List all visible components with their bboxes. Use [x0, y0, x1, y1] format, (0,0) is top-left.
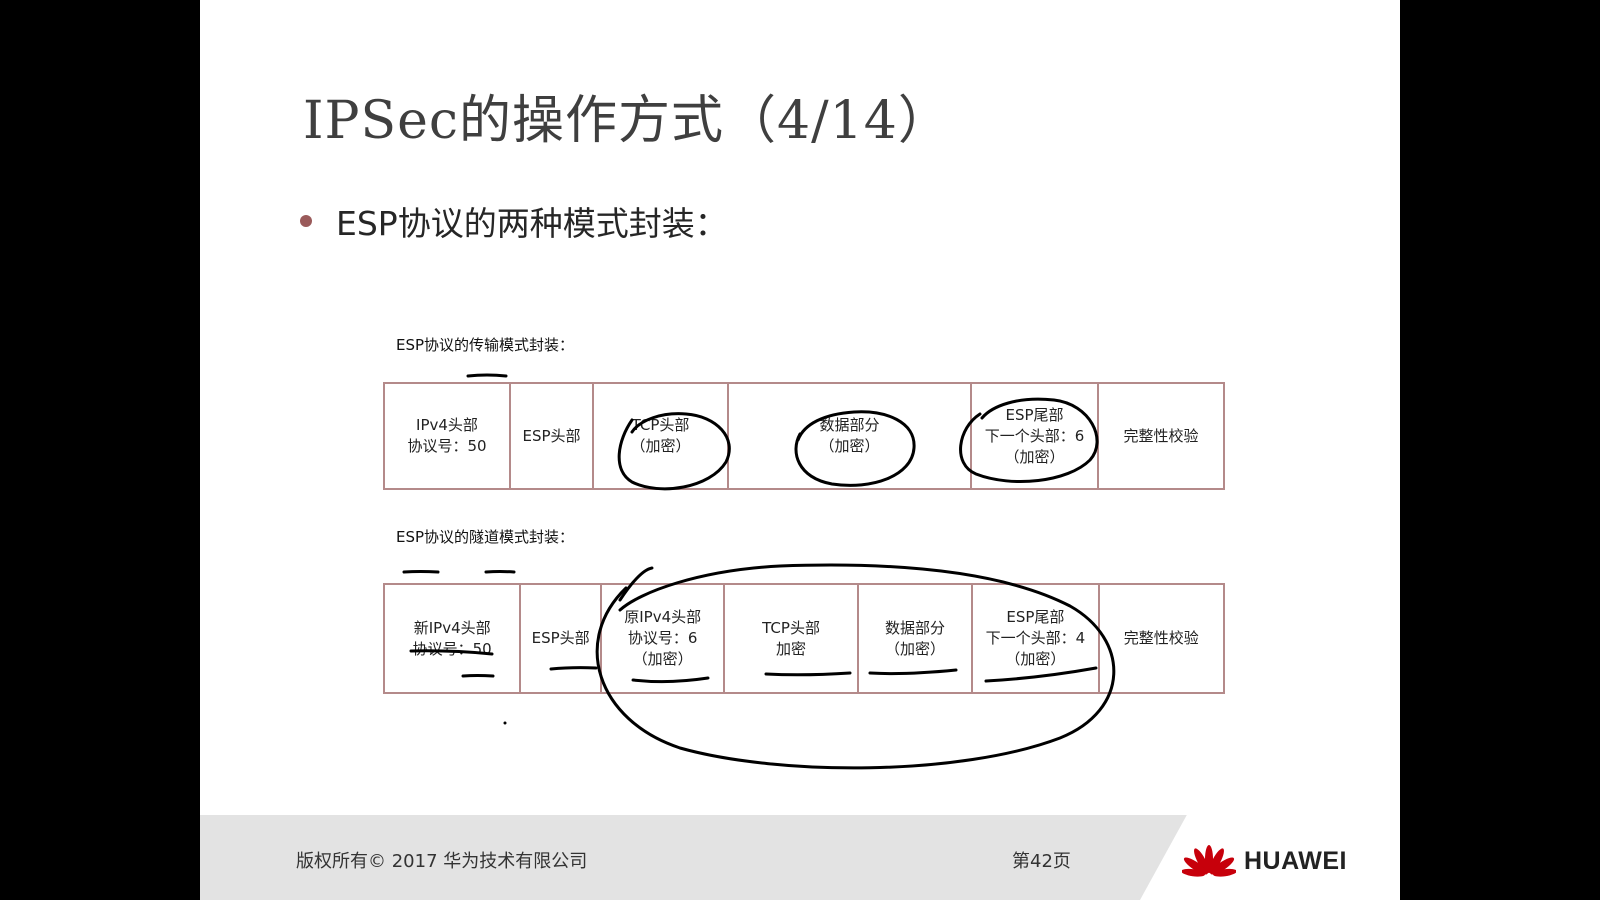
- huawei-petal-icon: [1182, 845, 1236, 877]
- footer-wedge: [1140, 815, 1400, 900]
- cell-line: 协议号：6: [627, 629, 698, 647]
- cell-line: （加密）: [1005, 650, 1066, 668]
- transport-cell-tcp-header: TCP头部 （加密）: [594, 384, 729, 488]
- bullet-dot-icon: [300, 215, 312, 227]
- tunnel-mode-packet: 新IPv4头部 协议号：50 ESP头部 原IPv4头部 协议号：6 （加密） …: [383, 583, 1225, 694]
- tunnel-cell-esp-trailer: ESP尾部 下一个头部：4 （加密）: [973, 585, 1100, 692]
- cell-line: 数据部分: [819, 416, 880, 434]
- ink-underline-tunnel-left: [402, 570, 440, 574]
- tunnel-cell-integrity: 完整性校验: [1100, 585, 1223, 692]
- copyright-text: 版权所有© 2017 华为技术有限公司: [296, 851, 588, 872]
- cell-line: 新IPv4头部: [413, 618, 491, 637]
- cell-line: 协议号：50: [407, 437, 487, 455]
- transport-mode-packet: IPv4头部 协议号：50 ESP头部 TCP头部 （加密） 数据部分 （加密）…: [383, 382, 1225, 490]
- tunnel-mode-label: ESP协议的隧道模式封装：: [396, 528, 575, 546]
- footer: 版权所有© 2017 华为技术有限公司 第42页 HUAWEI: [200, 815, 1400, 900]
- bullet-item: ESP协议的两种模式封装：: [300, 196, 728, 246]
- cell-line: IPv4头部: [416, 416, 478, 434]
- tunnel-cell-tcp-header: TCP头部 加密: [725, 585, 859, 692]
- cell-line: （加密）: [819, 437, 880, 455]
- transport-cell-ipv4-header: IPv4头部 协议号：50: [385, 384, 511, 488]
- ink-dot: [503, 721, 507, 725]
- cell-line: ESP头部: [522, 426, 581, 445]
- transport-cell-esp-header: ESP头部: [511, 384, 594, 488]
- cell-line: （加密）: [630, 437, 691, 455]
- transport-cell-integrity: 完整性校验: [1099, 384, 1223, 488]
- cell-line: （加密）: [1004, 447, 1065, 466]
- cell-line: ESP尾部: [1005, 405, 1064, 424]
- transport-cell-data: 数据部分 （加密）: [729, 384, 972, 488]
- huawei-logo: HUAWEI: [1182, 841, 1347, 881]
- cell-line: 下一个头部：4: [985, 629, 1086, 647]
- cell-line: 协议号：50: [412, 639, 492, 658]
- cell-line: （加密）: [632, 650, 693, 668]
- cell-line: 下一个头部：6: [984, 426, 1085, 445]
- cell-line: TCP头部: [631, 416, 690, 434]
- cell-line: 数据部分: [884, 618, 945, 637]
- bullet-text: ESP协议的两种模式封装：: [336, 204, 728, 243]
- ink-underline-transport: [466, 373, 508, 378]
- slide: IPSec的操作方式（4/14） ESP协议的两种模式封装： ESP协议的传输模…: [200, 0, 1400, 900]
- ink-underline-tunnel-right: [484, 570, 516, 574]
- tunnel-cell-original-ipv4-header: 原IPv4头部 协议号：6 （加密）: [602, 585, 726, 692]
- cell-line: 完整性校验: [1123, 426, 1199, 445]
- logo-text: HUAWEI: [1244, 846, 1347, 875]
- cell-line: ESP尾部: [1006, 608, 1065, 626]
- cell-line: 加密: [776, 639, 807, 658]
- page-number: 第42页: [1012, 851, 1071, 872]
- cell-line: （加密）: [884, 639, 945, 658]
- transport-cell-esp-trailer: ESP尾部 下一个头部：6 （加密）: [972, 384, 1099, 488]
- transport-mode-label: ESP协议的传输模式封装：: [396, 336, 575, 354]
- tunnel-cell-esp-header: ESP头部: [521, 585, 602, 692]
- tunnel-cell-data: 数据部分 （加密）: [859, 585, 974, 692]
- cell-line: TCP头部: [762, 618, 820, 637]
- tunnel-cell-new-ipv4-header: 新IPv4头部 协议号：50: [385, 585, 522, 692]
- cell-line: ESP头部: [531, 629, 590, 647]
- slide-title: IPSec的操作方式（4/14）: [303, 91, 951, 151]
- cell-line: 完整性校验: [1123, 629, 1199, 647]
- cell-line: 原IPv4头部: [624, 608, 702, 626]
